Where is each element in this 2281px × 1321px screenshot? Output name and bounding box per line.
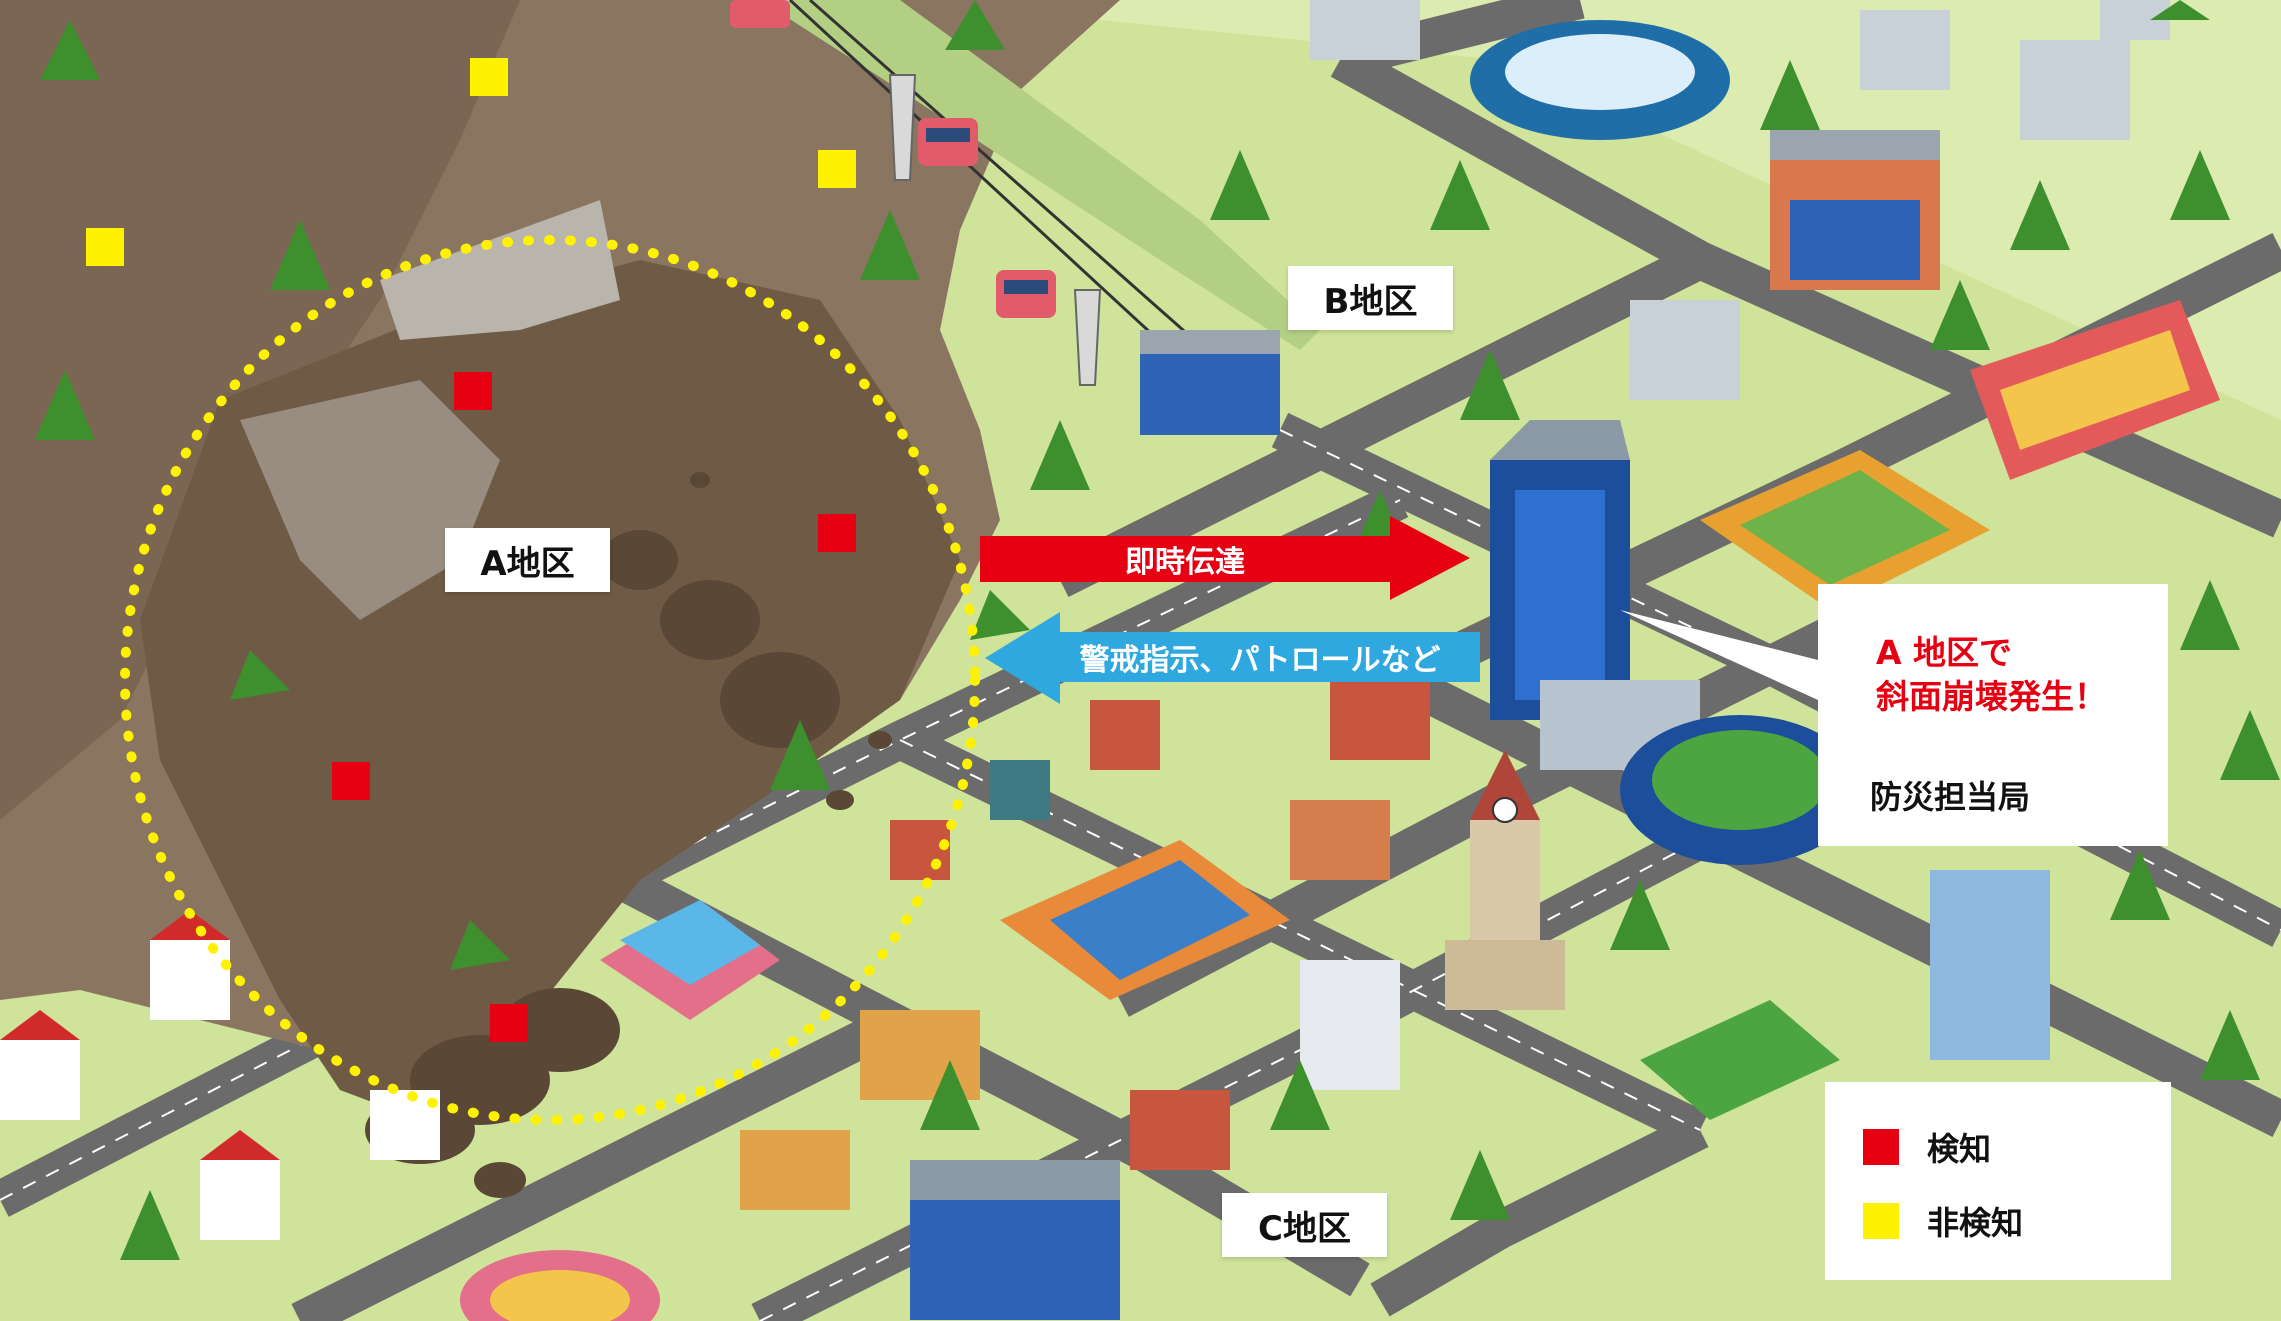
pool-building-icon: [600, 900, 780, 1020]
legend-item-not-detected: 非検知: [1863, 1198, 2023, 1244]
not-detected-swatch: [1863, 1203, 1899, 1239]
detection-boundary: [120, 235, 980, 1125]
house-icon: [740, 680, 1430, 1210]
sensor-detected: [490, 1004, 528, 1042]
ropeway-gondola-icon: [730, 0, 1056, 318]
red-building-icon: [1770, 130, 1940, 290]
sensor-detected: [332, 762, 370, 800]
ropeway-station-icon: [1140, 330, 1280, 435]
detected-swatch: [1863, 1129, 1899, 1165]
office-tower-icon: [1490, 420, 1700, 770]
red-arrow: [980, 516, 1470, 600]
sports-field-icon: [1640, 1000, 1840, 1120]
sensor-detected: [818, 514, 856, 552]
house-icon: [0, 910, 440, 1240]
warning-instruction-label: 警戒指示、パトロールなど: [1079, 643, 1441, 678]
stadium-icon: [1470, 20, 1730, 140]
disaster-agency-callout: A 地区で 斜面崩壊発生！ 防災担当局: [1818, 584, 2168, 846]
clock-tower-icon: [1445, 750, 1565, 1010]
soccer-stadium-icon: [1620, 715, 1860, 865]
district-c-label: C地区: [1222, 1193, 1387, 1257]
alert-message-line2: 斜面崩壊発生！: [1876, 677, 2107, 716]
agency-name: 防災担当局: [1870, 778, 2031, 816]
ropeway-tower-icon: [888, 74, 1102, 386]
buildings: [0, 0, 2220, 1321]
legend-item-detected: 検知: [1863, 1124, 1991, 1170]
pine-tree-icon: [35, 0, 2280, 1260]
sensor-detected: [454, 372, 492, 410]
alert-message-line1: A 地区で: [1876, 633, 2013, 672]
district-a-label: A地区: [445, 528, 610, 592]
legend-label-detected: 検知: [1927, 1130, 1992, 1168]
bare-rock-patch-2: [240, 380, 500, 620]
blue-arrow: [985, 612, 1480, 704]
office-building-icon: [1310, 0, 2170, 400]
baseball-stadium-icon: [1700, 450, 1990, 610]
tennis-court-icon: [1000, 840, 1290, 1000]
stadium-icon: [1970, 300, 2220, 480]
light-grass-area: [900, 0, 2281, 420]
sensor-not-detected: [470, 58, 508, 96]
dome-building-icon: [460, 1160, 1120, 1321]
sensor-not-detected: [86, 228, 124, 266]
sensor-markers: [86, 58, 856, 1042]
immediate-transmission-label: 即時伝達: [1125, 545, 1245, 580]
callout-pointer: [1620, 610, 1818, 700]
white-building-icon: [1300, 870, 2050, 1090]
legend: 検知 非検知: [1825, 1082, 2171, 1280]
legend-label-not-detected: 非検知: [1927, 1204, 2024, 1242]
district-b-label: B地区: [1288, 266, 1453, 330]
sensor-not-detected: [818, 150, 856, 188]
bare-rock-patch: [380, 200, 620, 340]
ropeway: [730, 0, 1280, 435]
